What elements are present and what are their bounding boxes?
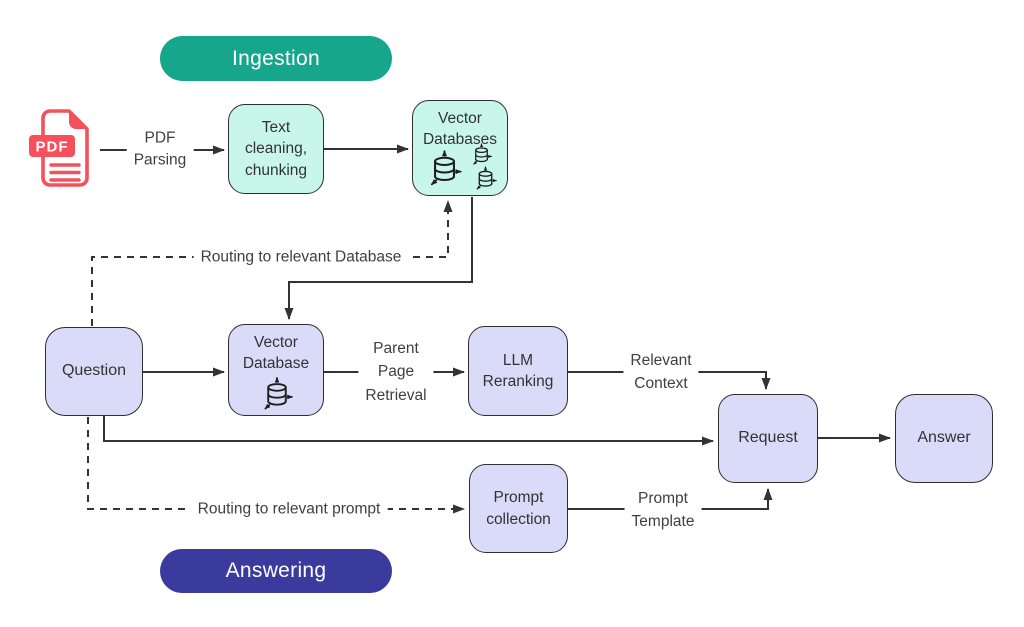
edge-routing-to-relevant-prompt <box>87 417 465 514</box>
database-sync-icon-small <box>469 142 494 167</box>
stage-pill-answering: Answering <box>160 549 392 593</box>
edge-label-parent-page-retrieval: Parent Page Retrieval <box>358 336 434 408</box>
node-vector-database: Vector Database <box>228 324 324 416</box>
edge-label-routing-prompt: Routing to relevant prompt <box>190 496 388 522</box>
database-sync-icon-small <box>472 165 499 192</box>
node-llm-reranking: LLM Reranking <box>468 326 568 416</box>
node-answer: Answer <box>895 394 993 483</box>
database-sync-icon <box>258 375 296 413</box>
node-request-label: Request <box>738 429 798 447</box>
node-vector-database-label: Vector Database <box>242 334 310 373</box>
edge-label-pdf-parsing: PDF Parsing <box>126 126 194 174</box>
database-sync-icon <box>424 148 465 189</box>
stage-pill-ingestion: Ingestion <box>160 36 392 81</box>
edge-label-prompt-template: Prompt Template <box>624 485 702 535</box>
node-question: Question <box>45 327 143 416</box>
node-llm-reranking-label: LLM Reranking <box>482 351 554 390</box>
edge-question-to-request <box>103 416 714 446</box>
node-prompt-collection: Prompt collection <box>469 464 568 553</box>
node-request: Request <box>718 394 818 483</box>
pdf-file-icon-art: PDF <box>29 109 89 187</box>
node-vector-databases-label: Vector Databases <box>422 110 498 149</box>
edge-vector-databases-to-vector-database <box>284 197 473 320</box>
edge-label-routing-database: Routing to relevant Database <box>193 244 409 270</box>
node-question-label: Question <box>61 362 127 380</box>
node-vector-databases: Vector Databases <box>412 100 508 196</box>
edge-label-relevant-context: Relevant Context <box>623 347 699 397</box>
pdf-file-icon: PDF <box>27 105 95 190</box>
node-prompt-collection-label: Prompt collection <box>486 489 551 528</box>
node-text-cleaning: Text cleaning, chunking <box>228 104 324 194</box>
pdf-badge-label: PDF <box>36 139 69 156</box>
stage-answering-label: Answering <box>225 559 327 582</box>
node-text-cleaning-label: Text cleaning, chunking <box>244 118 308 179</box>
stage-ingestion-label: Ingestion <box>232 46 320 70</box>
node-answer-label: Answer <box>917 429 971 447</box>
